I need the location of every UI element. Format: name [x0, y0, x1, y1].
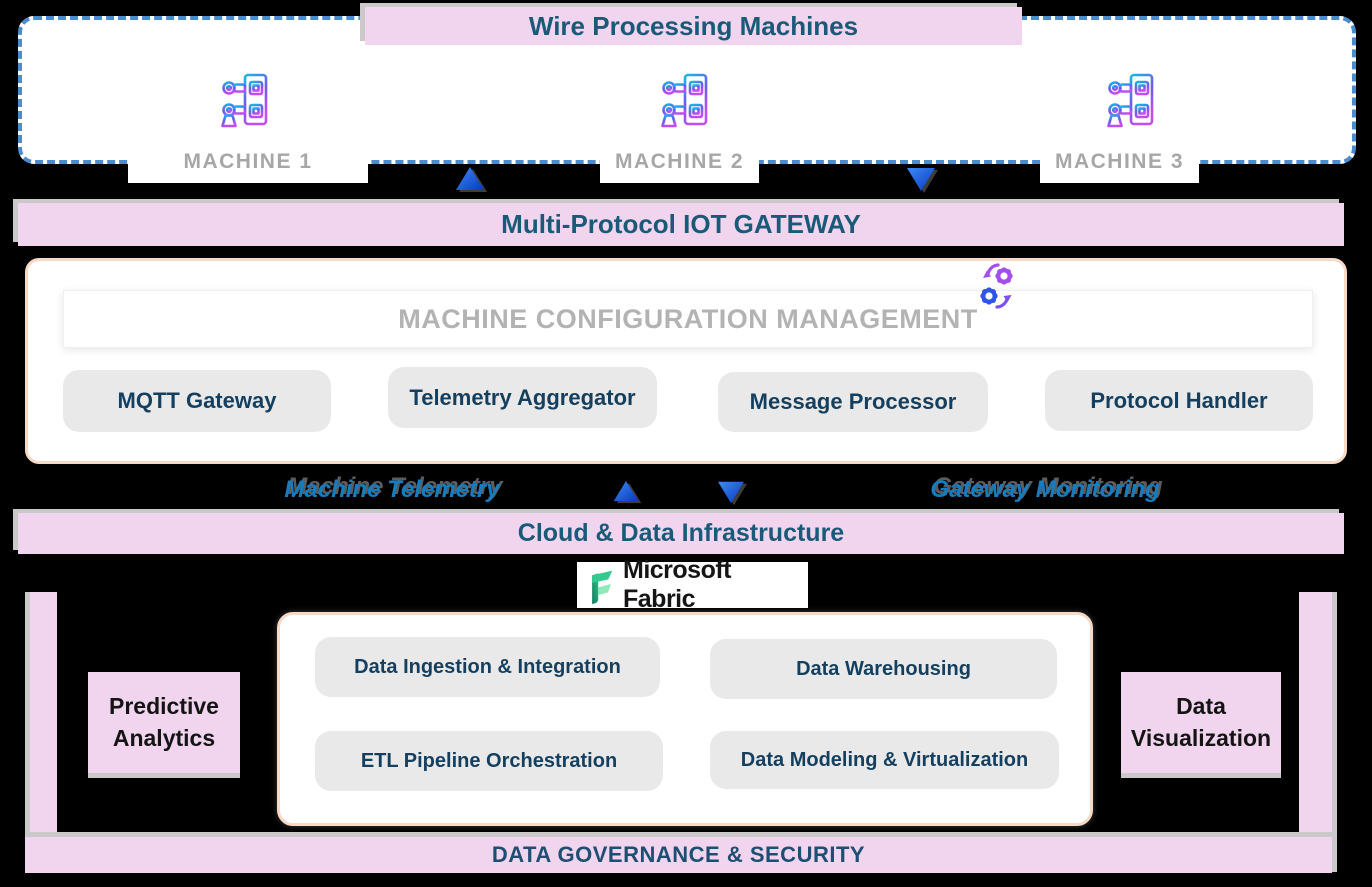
- component-mqtt-gateway: MQTT Gateway: [63, 370, 331, 432]
- predictive-analytics-box: Predictive Analytics: [88, 672, 240, 773]
- down-arrow-icon: [716, 479, 748, 507]
- service-data-warehousing: Data Warehousing: [710, 639, 1057, 699]
- governance-frame-left: [30, 592, 57, 872]
- machine-config-header: MACHINE CONFIGURATION MANAGEMENT: [63, 290, 1313, 348]
- component-message-processor: Message Processor: [718, 372, 988, 432]
- machine-3-label: MACHINE 3: [1040, 141, 1199, 183]
- service-data-modeling: Data Modeling & Virtualization: [710, 731, 1059, 789]
- iot-gateway-banner: Multi-Protocol IOT GATEWAY: [18, 203, 1344, 246]
- microsoft-fabric-logo: Microsoft Fabric: [577, 556, 808, 613]
- machine-telemetry-label: Machine Telemetry: [284, 476, 500, 503]
- robot-arm-chip-icon: [661, 70, 709, 130]
- governance-frame-right: [1299, 592, 1332, 872]
- up-arrow-icon: [612, 479, 644, 507]
- component-protocol-handler: Protocol Handler: [1045, 370, 1313, 431]
- fabric-icon: [586, 565, 614, 605]
- robot-arm-chip-icon: [1107, 70, 1155, 130]
- wire-machines-title: Wire Processing Machines: [365, 7, 1022, 45]
- service-data-ingestion: Data Ingestion & Integration: [315, 637, 660, 697]
- gateway-container: [25, 258, 1347, 464]
- machine-1-label: MACHINE 1: [128, 141, 368, 183]
- service-etl-orchestration: ETL Pipeline Orchestration: [315, 731, 663, 791]
- robot-arm-chip-icon: [221, 70, 269, 130]
- gateway-monitoring-label: Gateway Monitoring: [930, 476, 1160, 503]
- up-arrow-icon: [454, 165, 486, 193]
- data-governance-bar: DATA GOVERNANCE & SECURITY: [25, 837, 1332, 873]
- gears-sync-icon: [974, 263, 1020, 309]
- down-arrow-icon: [905, 165, 937, 193]
- machine-2-label: MACHINE 2: [600, 141, 759, 183]
- fabric-logo-text: Microsoft Fabric: [623, 556, 732, 613]
- cloud-infrastructure-banner: Cloud & Data Infrastructure: [18, 513, 1344, 554]
- component-telemetry-aggregator: Telemetry Aggregator: [388, 367, 657, 428]
- data-visualization-box: Data Visualization: [1121, 672, 1281, 773]
